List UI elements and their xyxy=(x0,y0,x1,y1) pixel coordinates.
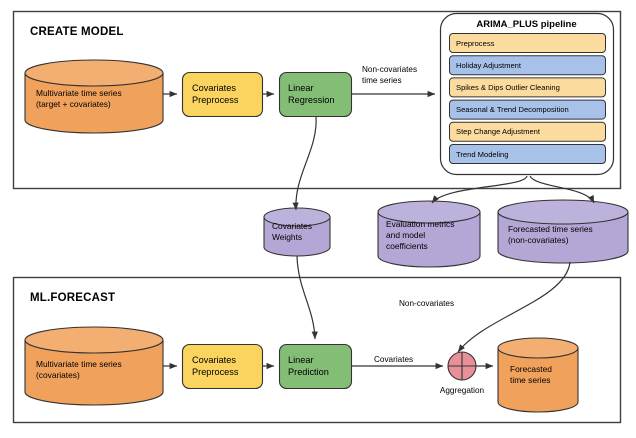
box-linear-prediction xyxy=(278,343,353,390)
cylinder-forecasted-output xyxy=(497,337,579,413)
box-covariates-preprocess-forecast xyxy=(181,343,264,390)
edge-regression-to-covariates-weights xyxy=(292,116,317,211)
pipeline-stage-6 xyxy=(449,144,606,164)
pipeline-stage-5 xyxy=(449,121,606,142)
cylinder-forecasted-non-covariates xyxy=(497,199,629,264)
cylinder-evaluation-metrics xyxy=(377,200,481,268)
pipeline-stage-2 xyxy=(449,55,606,76)
edge-covariates-weights-to-prediction xyxy=(296,255,318,340)
cylinder-multivariate-input-forecast xyxy=(24,326,164,406)
pipeline-stage-shapes xyxy=(449,33,606,164)
edge-forecasted-non-covariates-to-aggregation xyxy=(457,261,571,353)
aggregation-node xyxy=(447,351,477,381)
edge-pipeline-to-forecasted-non-covariates xyxy=(529,175,595,204)
box-linear-regression xyxy=(278,71,353,118)
box-covariates-preprocess-train xyxy=(181,71,264,118)
edge-pipeline-to-evaluation-metrics xyxy=(431,175,528,204)
pipeline-stage-3 xyxy=(449,77,606,98)
cylinder-multivariate-input-train xyxy=(24,59,164,134)
pipeline-stage-1 xyxy=(449,33,606,53)
pipeline-stage-4 xyxy=(449,99,606,120)
cylinder-covariates-weights xyxy=(263,207,331,257)
